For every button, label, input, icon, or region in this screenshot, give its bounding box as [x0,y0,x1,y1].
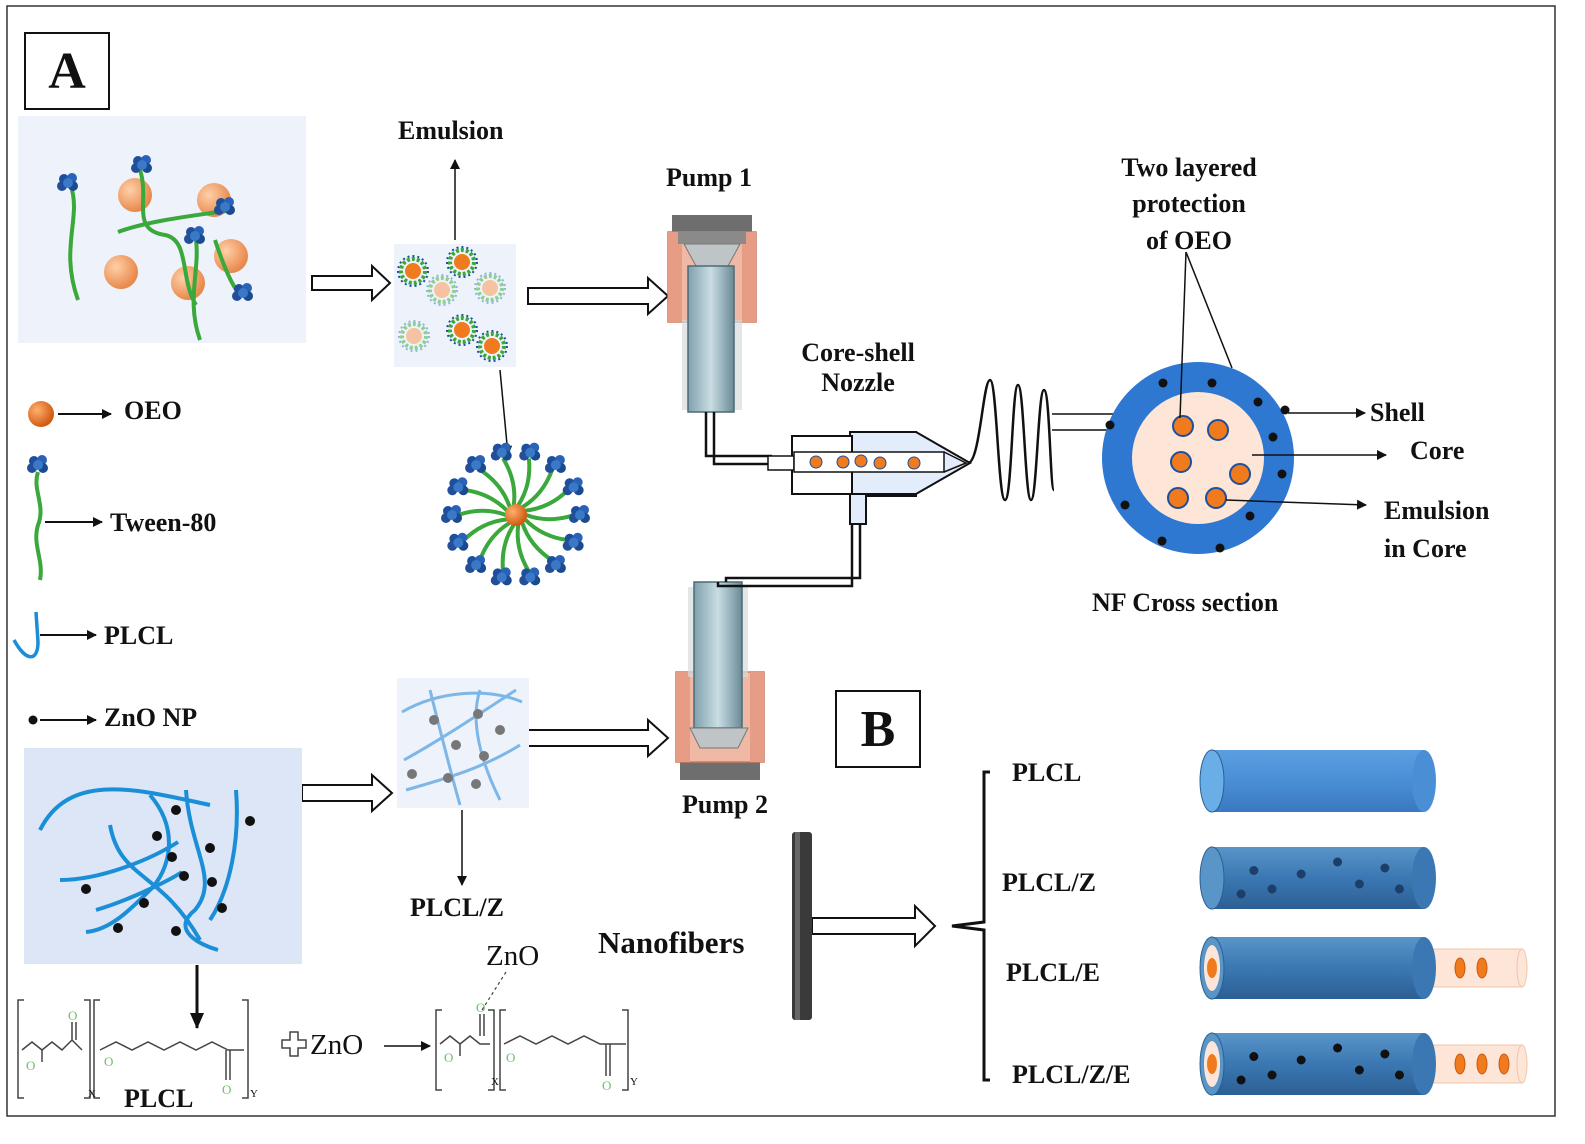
plus-sign [281,1031,307,1057]
core-label: Core [1410,436,1465,465]
panel-a-text: A [48,42,86,100]
svg-text:O: O [602,1078,611,1093]
micelle [441,442,590,586]
panel-b-text: B [860,700,896,758]
chem-sub-y-1: Y [250,1088,258,1100]
fiber-label-2: PLCL/Z [1002,868,1096,897]
legend-plcl-label: PLCL [104,621,174,650]
fiber-label-1: PLCL [1012,758,1082,787]
nozzle-label-line2: Nozzle [821,367,895,397]
svg-text:O: O [476,1000,485,1015]
chem-sub-x-1: X [88,1088,96,1100]
fiber-model-1 [1199,749,1436,813]
fiber-model-3 [1199,936,1528,1000]
fiber-label-4: PLCL/Z/E [1012,1060,1131,1089]
svg-text:O: O [104,1054,113,1069]
protection-line2: protection [1132,189,1246,219]
chemical-scheme [17,999,629,1099]
collector-graphic [792,832,812,1020]
svg-text:O: O [444,1050,453,1065]
fiber-brace [951,770,990,1082]
fiber-model-2 [1199,846,1436,910]
legend-zno-label: ZnO NP [104,703,198,732]
jet-whip [967,378,1056,502]
svg-text:O: O [222,1082,231,1097]
fiber-model-4 [1199,1032,1528,1096]
plcl-zno-panel [24,748,302,964]
emulsion-ingredients-panel [18,116,306,343]
protection-label: Two layered protection of OEO [1094,150,1284,259]
emulsion-in-core-label: Emulsion in Core [1384,492,1490,567]
pump-2-label: Pump 2 [682,790,768,819]
chem-plcl-label: PLCL [124,1084,194,1113]
core-shell-nozzle-graphic [767,431,973,525]
panel-a-label: A [24,32,110,110]
legend-tween-label: Tween-80 [110,508,217,537]
svg-text:O: O [26,1058,35,1073]
shell-label: Shell [1370,398,1425,427]
plcl-z-mini-panel [397,678,529,808]
nf-cross-section-title: NF Cross section [1092,588,1279,617]
svg-text:O: O [68,1008,77,1023]
protection-line1: Two layered [1121,153,1257,182]
chem-sub-x-2: X [491,1076,499,1088]
nozzle-label-line1: Core-shell [801,338,915,367]
fiber-models [1199,749,1528,1096]
chem-sub-y-2: Y [630,1076,638,1088]
chem-zno-top: ZnO [486,940,540,972]
nozzle-label: Core-shell Nozzle [778,338,938,398]
plcl-z-label: PLCL/Z [410,893,504,922]
emulsion-in-core-line1: Emulsion [1384,496,1490,525]
nanofibers-label: Nanofibers [598,925,745,960]
pump-1-label: Pump 1 [666,163,752,192]
protection-line3: of OEO [1146,225,1232,255]
emulsion-in-core-line2: in Core [1384,533,1467,563]
panel-b-label: B [835,690,921,768]
nf-cross-section-graphic [1102,251,1387,554]
chem-zno-reactant: ZnO [310,1029,364,1061]
hollow-arrows [301,263,937,949]
emulsion-micelles-panel [394,244,516,367]
pump-2-graphic [675,520,862,780]
emulsion-label: Emulsion [398,116,504,145]
legend-oeo-label: OEO [124,396,182,425]
pump-1-graphic [667,215,772,466]
svg-text:O: O [506,1050,515,1065]
fiber-label-3: PLCL/E [1006,958,1100,987]
legend-graphics [12,401,112,725]
